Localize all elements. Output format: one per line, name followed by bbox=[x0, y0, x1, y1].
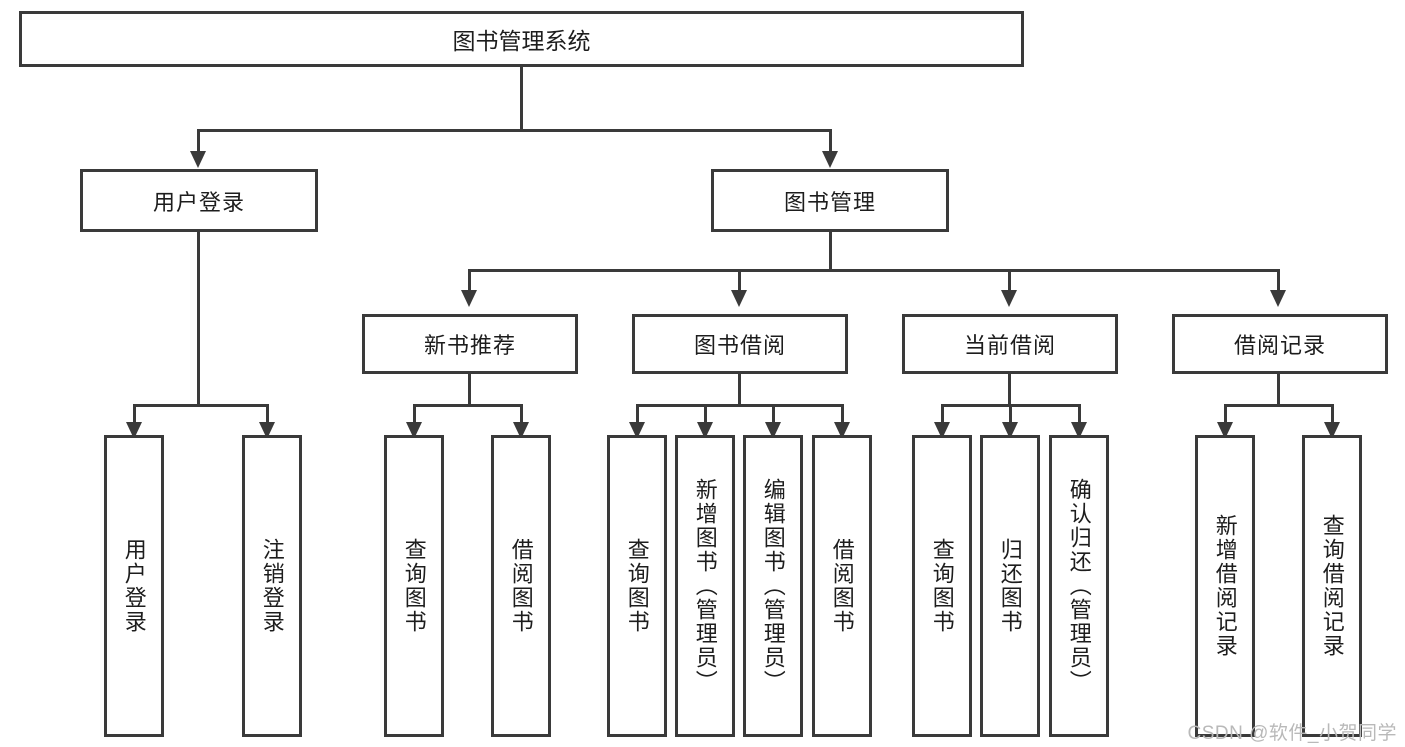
arrow-to-leaf-query-book-b bbox=[629, 422, 645, 439]
leaf-label: 查询图书 bbox=[401, 538, 427, 634]
node-label: 用户登录 bbox=[152, 189, 245, 215]
leaf-label: 借阅图书 bbox=[829, 538, 855, 634]
leaf-label: 借阅图书 bbox=[508, 538, 534, 634]
connector-user-login-drop-2 bbox=[266, 404, 269, 430]
arrow-to-leaf-query-book-a bbox=[406, 422, 422, 439]
node-label: 图书管理系统 bbox=[452, 28, 591, 54]
leaf-label: 新增借阅记录 bbox=[1212, 514, 1238, 658]
connector-level3-drop-1 bbox=[468, 269, 471, 295]
arrow-to-leaf-return-book bbox=[1002, 422, 1018, 439]
node-borrow-record[interactable]: 借阅记录 bbox=[1172, 314, 1388, 374]
watermark-text: CSDN @软件_小贺同学 bbox=[1187, 723, 1397, 744]
connector-book-manage-stem bbox=[829, 232, 832, 271]
arrow-to-leaf-edit-book bbox=[765, 422, 781, 439]
connector-new-book-stem bbox=[468, 374, 471, 406]
leaf-label: 确认归还（管理员） bbox=[1066, 478, 1092, 694]
leaf-query-book-new[interactable]: 查询图书 bbox=[384, 435, 444, 737]
connector-root-stem bbox=[520, 67, 523, 131]
connector-book-borrow-drop-3 bbox=[772, 404, 775, 430]
connector-book-borrow-drop-2 bbox=[704, 404, 707, 430]
connector-new-book-bus bbox=[413, 404, 523, 407]
connector-book-borrow-stem bbox=[738, 374, 741, 406]
arrow-to-leaf-add-book bbox=[697, 422, 713, 439]
node-book-borrow[interactable]: 图书借阅 bbox=[632, 314, 848, 374]
arrow-to-leaf-logout bbox=[259, 422, 275, 439]
connector-user-login-stem bbox=[197, 232, 200, 406]
leaf-label: 查询图书 bbox=[929, 538, 955, 634]
arrow-to-borrow-record bbox=[1270, 290, 1286, 307]
leaf-user-login[interactable]: 用户登录 bbox=[104, 435, 164, 737]
leaf-label: 归还图书 bbox=[997, 538, 1023, 634]
leaf-add-book-admin[interactable]: 新增图书（管理员） bbox=[675, 435, 735, 737]
leaf-borrow-book[interactable]: 借阅图书 bbox=[812, 435, 872, 737]
connector-level1-drop-right bbox=[829, 129, 832, 155]
connector-level3-bus bbox=[468, 269, 1280, 272]
connector-level3-drop-3 bbox=[1008, 269, 1011, 295]
node-root-system[interactable]: 图书管理系统 bbox=[19, 11, 1024, 67]
connector-level1-drop-left bbox=[197, 129, 200, 155]
leaf-label: 查询图书 bbox=[624, 538, 650, 634]
connector-current-borrow-drop-2 bbox=[1009, 404, 1012, 430]
connector-book-borrow-bus bbox=[636, 404, 844, 407]
node-current-borrow[interactable]: 当前借阅 bbox=[902, 314, 1118, 374]
node-user-login[interactable]: 用户登录 bbox=[80, 169, 318, 232]
connector-book-borrow-drop-1 bbox=[636, 404, 639, 430]
leaf-add-borrow-record[interactable]: 新增借阅记录 bbox=[1195, 435, 1255, 737]
node-label: 当前借阅 bbox=[963, 333, 1056, 358]
leaf-query-borrow-record[interactable]: 查询借阅记录 bbox=[1302, 435, 1362, 737]
arrow-to-leaf-query-record bbox=[1324, 422, 1340, 439]
arrow-to-user-login bbox=[190, 151, 206, 168]
connector-level3-drop-2 bbox=[738, 269, 741, 295]
node-label: 借阅记录 bbox=[1233, 333, 1326, 358]
leaf-label: 编辑图书（管理员） bbox=[760, 478, 786, 694]
arrow-to-book-borrow bbox=[731, 290, 747, 307]
connector-new-book-drop-2 bbox=[520, 404, 523, 430]
leaf-confirm-return-admin[interactable]: 确认归还（管理员） bbox=[1049, 435, 1109, 737]
node-label: 图书借阅 bbox=[693, 333, 786, 358]
connector-borrow-record-drop-1 bbox=[1224, 404, 1227, 430]
arrow-to-new-book bbox=[461, 290, 477, 307]
arrow-to-leaf-borrow-book-a bbox=[513, 422, 529, 439]
leaf-query-book-borrow[interactable]: 查询图书 bbox=[607, 435, 667, 737]
connector-level3-drop-4 bbox=[1277, 269, 1280, 295]
leaf-logout[interactable]: 注销登录 bbox=[242, 435, 302, 737]
leaf-label: 查询借阅记录 bbox=[1319, 514, 1345, 658]
node-new-book-recommend[interactable]: 新书推荐 bbox=[362, 314, 578, 374]
leaf-borrow-book-new[interactable]: 借阅图书 bbox=[491, 435, 551, 737]
arrow-to-leaf-borrow-book-b bbox=[834, 422, 850, 439]
connector-borrow-record-stem bbox=[1277, 374, 1280, 406]
connector-user-login-bus bbox=[133, 404, 269, 407]
connector-borrow-record-bus bbox=[1224, 404, 1334, 407]
connector-borrow-record-drop-2 bbox=[1331, 404, 1334, 430]
connector-user-login-drop-1 bbox=[133, 404, 136, 430]
leaf-return-book[interactable]: 归还图书 bbox=[980, 435, 1040, 737]
leaf-edit-book-admin[interactable]: 编辑图书（管理员） bbox=[743, 435, 803, 737]
node-label: 新书推荐 bbox=[423, 333, 516, 358]
connector-level1-bus bbox=[197, 129, 832, 132]
arrow-to-leaf-query-book-c bbox=[934, 422, 950, 439]
connector-current-borrow-drop-3 bbox=[1078, 404, 1081, 430]
connector-current-borrow-drop-1 bbox=[941, 404, 944, 430]
node-book-management[interactable]: 图书管理 bbox=[711, 169, 949, 232]
leaf-label: 注销登录 bbox=[259, 538, 285, 634]
arrow-to-leaf-user-login bbox=[126, 422, 142, 439]
connector-book-borrow-drop-4 bbox=[841, 404, 844, 430]
arrow-to-book-manage bbox=[822, 151, 838, 168]
leaf-query-book-current[interactable]: 查询图书 bbox=[912, 435, 972, 737]
connector-new-book-drop-1 bbox=[413, 404, 416, 430]
arrow-to-leaf-add-record bbox=[1217, 422, 1233, 439]
arrow-to-current-borrow bbox=[1001, 290, 1017, 307]
leaf-label: 新增图书（管理员） bbox=[692, 478, 718, 694]
arrow-to-leaf-confirm-return bbox=[1071, 422, 1087, 439]
node-label: 图书管理 bbox=[783, 189, 876, 215]
leaf-label: 用户登录 bbox=[121, 538, 147, 634]
connector-current-borrow-stem bbox=[1008, 374, 1011, 406]
